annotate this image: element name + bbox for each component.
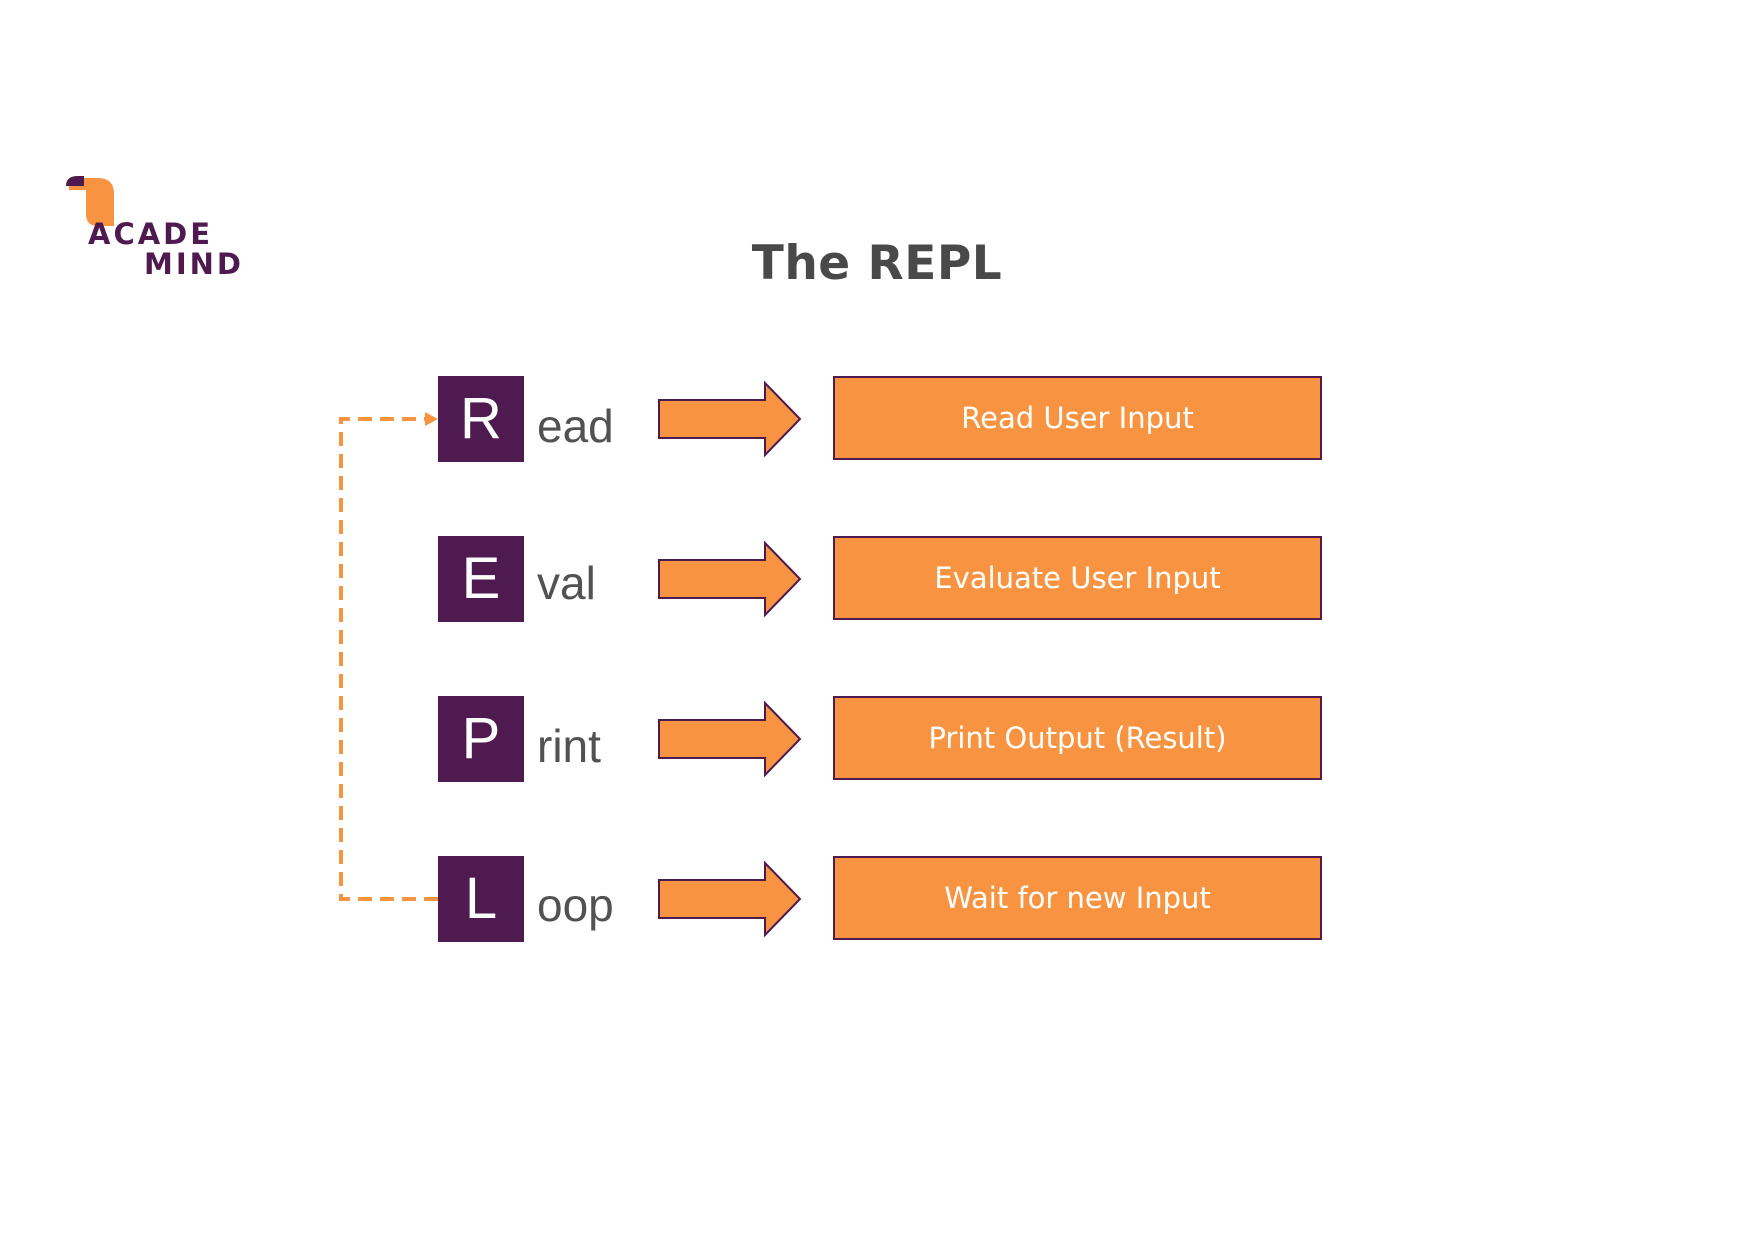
- letter-box-e: E: [438, 536, 524, 622]
- loop-back-dashed-line: [339, 417, 438, 901]
- logo-line-2: MIND: [144, 247, 244, 276]
- arrow-right-icon: [658, 700, 802, 778]
- academind-logo: ACADE MIND: [64, 176, 244, 276]
- description-box-eval: Evaluate User Input: [833, 536, 1322, 620]
- description-box-print: Print Output (Result): [833, 696, 1322, 780]
- letter-box-l: L: [438, 856, 524, 942]
- loop-back-arrowhead: [425, 412, 438, 426]
- logo-ribbon-fold: [66, 176, 84, 186]
- arrow-right-icon: [658, 380, 802, 458]
- logo-mark: ACADE MIND: [66, 176, 244, 276]
- arrow-right-icon: [658, 540, 802, 618]
- word-rest-eval: val: [537, 557, 596, 609]
- description-box-read: Read User Input: [833, 376, 1322, 460]
- word-rest-print: rint: [537, 720, 601, 772]
- logo-line-1: ACADE: [88, 217, 213, 251]
- word-rest-read: ead: [537, 400, 614, 452]
- letter-box-p: P: [438, 696, 524, 782]
- description-box-loop: Wait for new Input: [833, 856, 1322, 940]
- letter-box-r: R: [438, 376, 524, 462]
- page-title: The REPL: [751, 236, 1003, 291]
- arrow-right-icon: [658, 860, 802, 938]
- logo-ribbon-shape: [69, 178, 114, 226]
- word-rest-loop: oop: [537, 879, 614, 931]
